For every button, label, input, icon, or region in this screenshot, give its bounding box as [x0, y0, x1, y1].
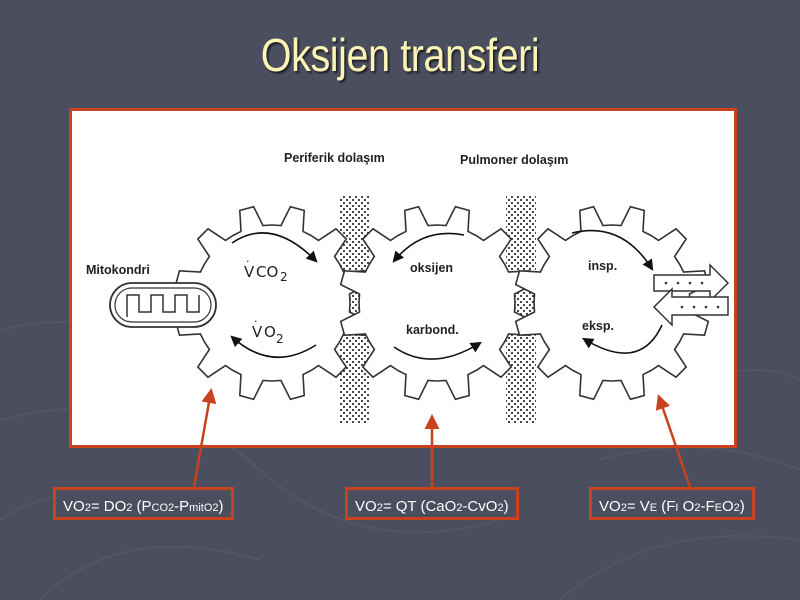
blood-gear	[339, 205, 535, 401]
svg-text:V: V	[244, 263, 255, 281]
pulmonary-circulation-label: Pulmoner dolaşım	[460, 153, 569, 167]
svg-text:·: ·	[254, 315, 258, 328]
tissue-gear	[174, 205, 370, 401]
vo2-label: V · O 2	[252, 315, 284, 346]
formula-tissue: VO2= DO2 (PCO2-PmitO2)	[53, 487, 234, 520]
svg-text:O: O	[264, 323, 276, 341]
eksp-arrow-icon	[582, 324, 663, 354]
vco2-label: V · CO 2	[244, 255, 288, 284]
diagram-drawing: V · CO 2 V · O 2	[109, 195, 730, 423]
svg-text:2: 2	[280, 270, 288, 284]
svg-text:2: 2	[276, 332, 284, 346]
mitochondria-label: Mitokondri	[86, 263, 150, 277]
oxygen-label: oksijen	[410, 261, 454, 275]
oxygen-arrow-icon	[392, 232, 465, 263]
mitochondria-icon	[109, 282, 217, 328]
lung-gear	[514, 205, 710, 401]
ventilation-arrows-icon	[652, 263, 730, 327]
vo2-arrow-icon	[230, 335, 317, 358]
svg-text:·: ·	[246, 255, 250, 268]
page-title: Oksijen transferi	[260, 29, 540, 81]
svg-text:V: V	[252, 323, 263, 341]
insp-arrow-icon	[571, 229, 654, 271]
eksp-label: eksp.	[582, 319, 614, 333]
formula-blood: VO2= QT (CaO2-CvO2)	[345, 487, 519, 520]
carbon-arrow-icon	[393, 341, 482, 360]
vco2-arrow-icon	[231, 232, 318, 263]
formula-lung: VO2= VE (FI O2-FEO2)	[589, 487, 755, 520]
oxygen-transfer-diagram: V · CO 2 V · O 2 Periferik dolaşım Pulmo…	[69, 108, 737, 448]
svg-text:CO: CO	[256, 263, 278, 281]
peripheral-circulation-label: Periferik dolaşım	[284, 151, 385, 165]
carbon-label: karbond.	[406, 323, 459, 337]
insp-label: insp.	[588, 259, 618, 273]
